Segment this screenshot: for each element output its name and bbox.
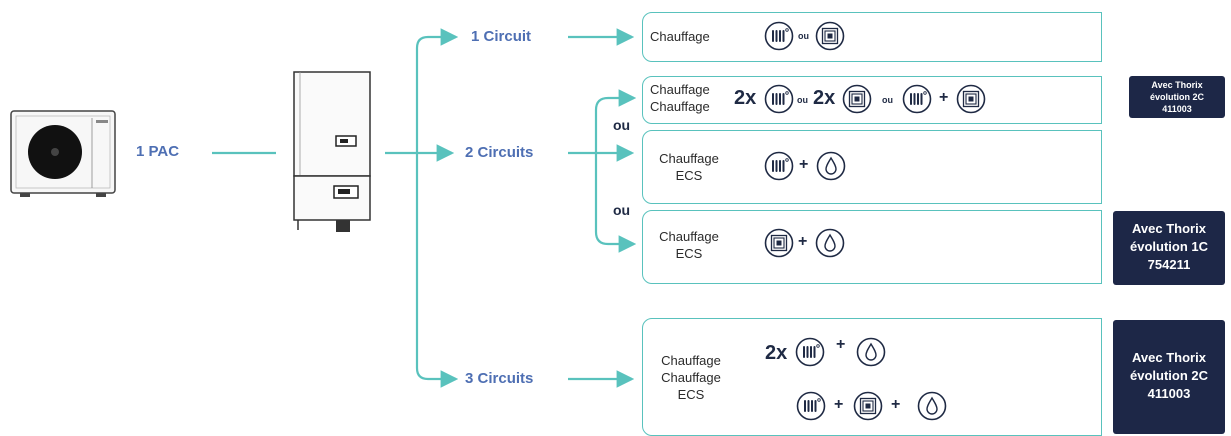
card-2-circuits-heating-ecs	[642, 130, 1102, 204]
card-label-line: Chauffage	[650, 82, 710, 97]
underfloor-heating-icon	[842, 84, 872, 114]
plus-sign: +	[891, 396, 901, 413]
thorix-badge: Avec Thorix évolution 2C 411003	[1113, 320, 1225, 434]
badge-line: 754211	[1147, 257, 1191, 272]
radiator-icon	[764, 151, 794, 181]
pac-label: 1 PAC	[136, 143, 180, 160]
badge-line: 411003	[1162, 104, 1192, 114]
badge-line: Avec Thorix	[1132, 350, 1206, 365]
card-label: Chauffage ECS	[646, 228, 732, 262]
plus-sign: +	[798, 233, 808, 250]
plus-sign: +	[836, 336, 846, 353]
or-label: ou	[613, 202, 631, 218]
branch-3-circuits: 3 Circuits	[465, 370, 534, 387]
card-label-line: ECS	[677, 387, 705, 402]
water-drop-icon	[815, 228, 845, 258]
water-drop-icon	[917, 391, 947, 421]
water-drop-icon	[856, 337, 886, 367]
branch-2-circuits: 2 Circuits	[465, 144, 534, 161]
badge-line: Avec Thorix	[1132, 221, 1206, 236]
card-label: Chauffage ECS	[646, 150, 732, 184]
radiator-icon	[902, 84, 932, 114]
card-2-circuits-heating	[642, 76, 1102, 124]
card-label-line: Chauffage	[650, 99, 710, 114]
heat-pump-outdoor-unit	[10, 110, 116, 197]
badge-line: 411003	[1147, 386, 1191, 401]
underfloor-heating-icon	[764, 228, 794, 258]
multiplier-label: 2x	[765, 342, 788, 364]
radiator-icon	[764, 84, 794, 114]
card-label-line: Chauffage	[659, 229, 719, 244]
card-label-line: Chauffage	[659, 151, 719, 166]
card-label: Chauffage	[650, 29, 710, 44]
badge-line: Avec Thorix	[1151, 80, 1203, 90]
card-label-line: Chauffage	[661, 353, 721, 368]
thorix-badge: Avec Thorix évolution 1C 754211	[1113, 211, 1225, 285]
or-label: ou	[882, 95, 893, 105]
multiplier-label: 2x	[813, 87, 836, 109]
or-label: ou	[613, 117, 631, 133]
thorix-badge: Avec Thorix évolution 2C 411003	[1129, 76, 1225, 118]
radiator-icon	[795, 337, 825, 367]
card-label: Chauffage Chauffage	[650, 81, 736, 115]
card-2-circuits-floor-ecs	[642, 210, 1102, 284]
multiplier-label: 2x	[734, 87, 757, 109]
card-label-line: ECS	[675, 168, 703, 183]
plus-sign: +	[834, 396, 844, 413]
or-label: ou	[797, 95, 808, 105]
plus-sign: +	[939, 89, 949, 106]
badge-line: évolution 1C	[1129, 239, 1208, 254]
card-label-line: ECS	[675, 246, 703, 261]
badge-line: évolution 2C	[1129, 368, 1208, 383]
underfloor-heating-icon	[956, 84, 986, 114]
hydraulic-indoor-unit	[293, 71, 371, 232]
water-drop-icon	[816, 151, 846, 181]
branch-1-circuit: 1 Circuit	[471, 28, 532, 45]
underfloor-heating-icon	[853, 391, 883, 421]
underfloor-heating-icon	[815, 21, 845, 51]
plus-sign: +	[799, 156, 809, 173]
card-label-line: Chauffage	[661, 370, 721, 385]
or-label: ou	[798, 31, 809, 41]
radiator-icon	[796, 391, 826, 421]
radiator-icon	[764, 21, 794, 51]
card-1-circuit	[642, 12, 1102, 62]
card-label: Chauffage Chauffage ECS	[646, 352, 736, 403]
badge-line: évolution 2C	[1149, 92, 1204, 102]
